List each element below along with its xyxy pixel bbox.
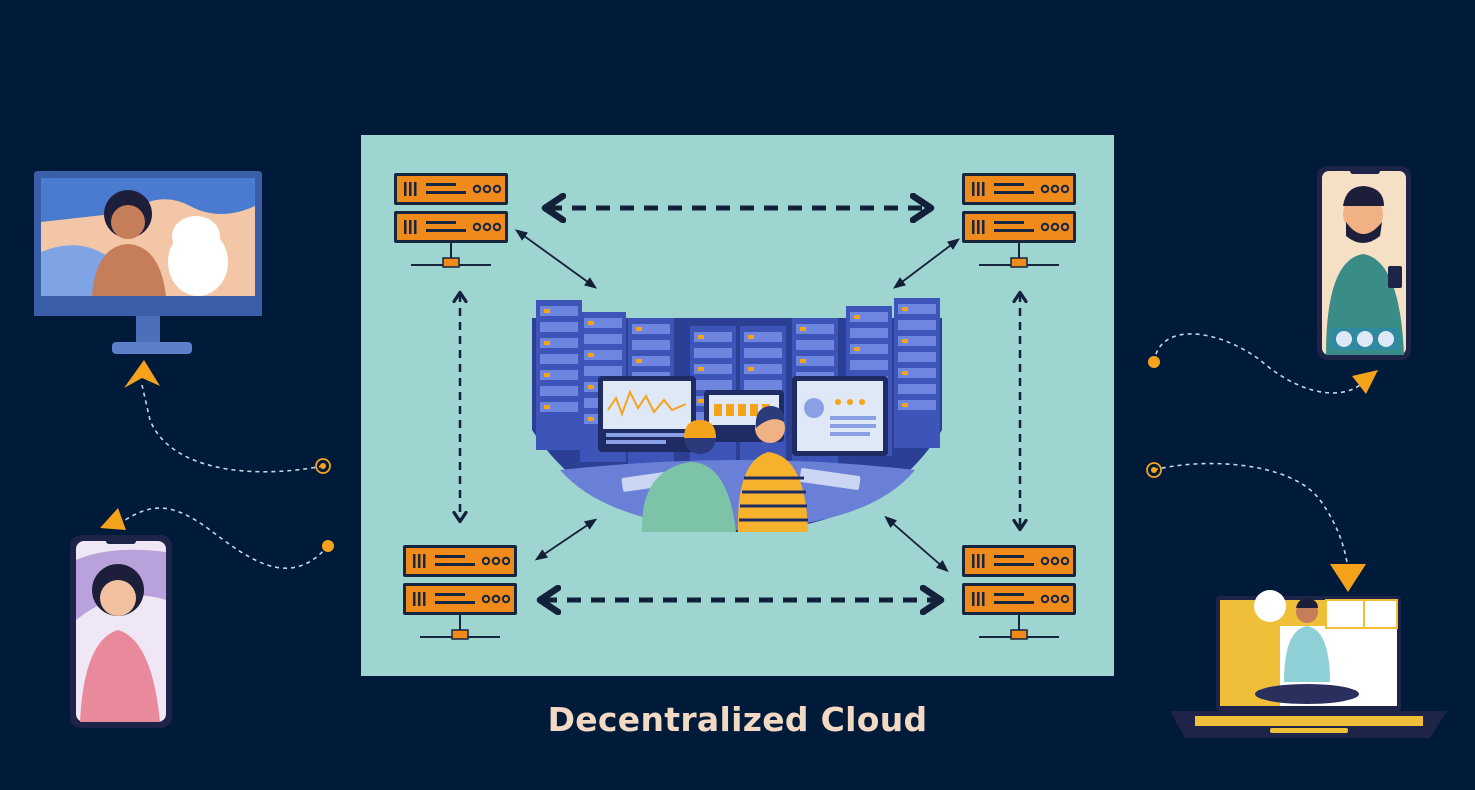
path-to-desktop — [141, 384, 324, 473]
desktop-monitor — [34, 171, 262, 354]
path-to-phone-right — [1153, 333, 1361, 394]
arrow-diag-bl — [534, 518, 598, 561]
arrowhead-phone-right — [1352, 370, 1378, 394]
operator-left — [641, 420, 736, 532]
arrow-diag-tr — [892, 238, 961, 289]
phone-right — [1317, 166, 1411, 360]
path-to-laptop — [1153, 462, 1349, 569]
arrow-diag-br — [884, 515, 949, 573]
monitor-dashboard-icon — [792, 376, 888, 456]
arrowhead-phone-left — [100, 508, 126, 530]
laptop — [1170, 590, 1447, 738]
phone-left — [70, 535, 172, 728]
path-to-phone-left — [124, 507, 329, 569]
data-center-illustration — [532, 298, 942, 532]
monitor-chart-icon — [598, 376, 696, 452]
diagram-title: Decentralized Cloud — [547, 700, 928, 739]
arrowhead-desktop — [124, 360, 160, 388]
operator-right — [737, 406, 808, 532]
arrow-diag-tl — [514, 229, 598, 289]
arrowhead-laptop — [1330, 564, 1366, 592]
